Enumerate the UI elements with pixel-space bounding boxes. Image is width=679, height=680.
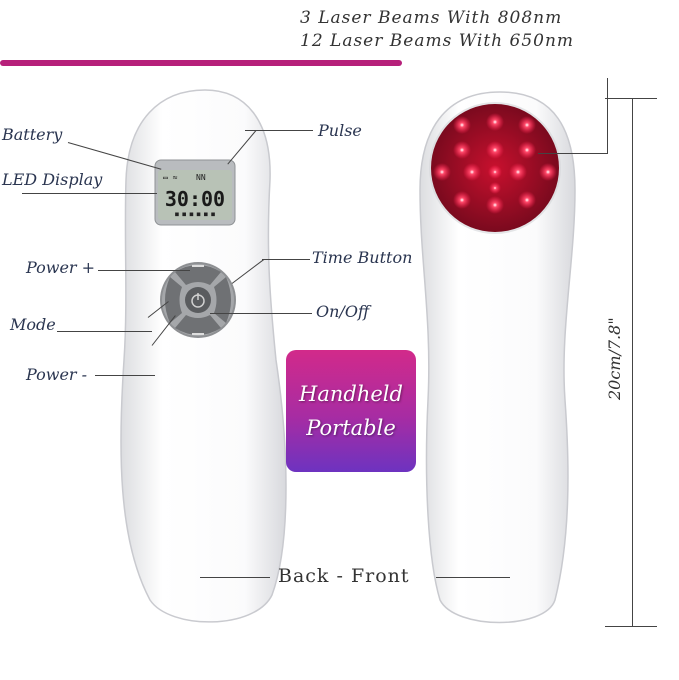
label-led-display: LED Display — [2, 170, 103, 189]
label-power-minus: Power - — [26, 365, 88, 384]
label-battery: Battery — [2, 125, 63, 144]
lcd-time: 30:00 — [165, 187, 225, 211]
header-line-1: 3 Laser Beams With 808nm — [300, 8, 563, 28]
callout-time-button — [262, 259, 310, 260]
label-power-plus: Power + — [26, 258, 96, 277]
label-mode: Mode — [10, 315, 56, 334]
callout-laser-vertical — [607, 78, 608, 153]
dimension-label: 20cm/7.8" — [605, 317, 624, 400]
label-on-off: On/Off — [316, 302, 370, 321]
caption-back-front: Back - Front — [278, 565, 410, 587]
callout-on-off — [210, 313, 312, 314]
svg-text:■ ■ ■ ■ ■ ■: ■ ■ ■ ■ ■ ■ — [175, 211, 215, 218]
callout-power-minus — [95, 375, 155, 376]
front-device — [419, 91, 576, 624]
caption-rule-right — [436, 577, 510, 578]
back-device: ▭ ≈ NN 30:00 ■ ■ ■ ■ ■ ■ — [120, 89, 287, 623]
header-rule — [0, 60, 402, 66]
label-time-button: Time Button — [312, 248, 413, 267]
callout-laser-horizontal — [538, 153, 608, 154]
dimension-line — [632, 98, 633, 626]
handheld-portable-badge: Handheld Portable — [286, 350, 416, 472]
badge-line-2: Portable — [306, 416, 396, 440]
lcd-display — [158, 170, 232, 220]
battery-icon: ▭ ≈ — [163, 173, 178, 182]
callout-mode — [57, 331, 152, 332]
dimension-bottom-tick — [605, 626, 657, 627]
badge-line-1: Handheld — [299, 382, 403, 406]
time-icon — [214, 277, 231, 323]
caption-rule-left — [200, 577, 270, 578]
mode-icon — [165, 277, 182, 323]
callout-power-plus — [98, 270, 190, 271]
down-arrow-icon — [175, 315, 221, 335]
header-line-2: 12 Laser Beams With 650nm — [300, 31, 575, 51]
callout-pulse — [245, 130, 313, 131]
svg-text:NN: NN — [196, 173, 206, 182]
callout-led-display — [22, 193, 157, 194]
dimension-top-tick — [605, 98, 657, 99]
label-pulse: Pulse — [318, 121, 362, 140]
